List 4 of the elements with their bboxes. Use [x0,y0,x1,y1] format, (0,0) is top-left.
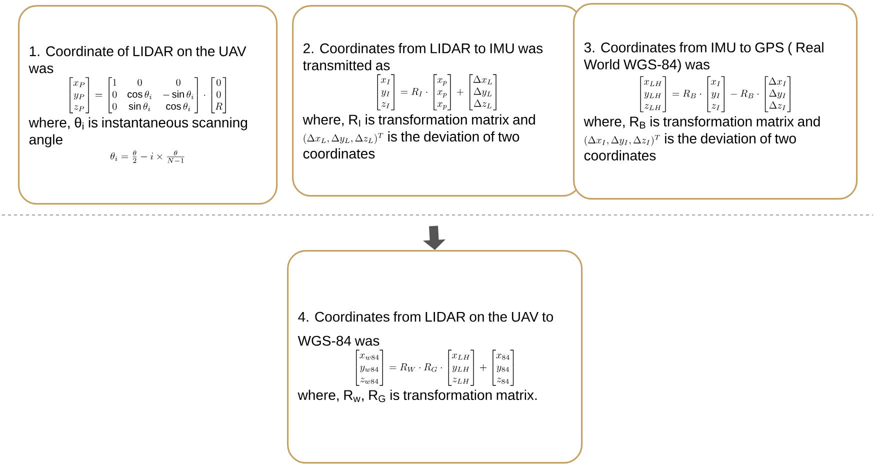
step-box: 1. Coordinate of LIDAR on the UAV was $\begin{bmatrix}x_P\\y_P\\z_P\end{bmatrix}=\begin{bmatrix}1&0&0\\0&\cos\theta_i&-\sin\theta_i\\0&\sin\theta_i&\cos\theta_i\end{bmatrix}\cdot\begin{bmatrix}0\\0\\R\end{bmatrix}$ where, θ$_{i}$ is instantaneous scanning angle $\theta_i=\frac{\theta}{2}-i\times\frac{\theta}{N-1}$ [18,5,278,205]
step-box: 3. Coordinates from IMU to GPS ( Real World WGS-84) was $\begin{bmatrix}x_{LH}\\y_{LH}\\z_{LH}\end{bmatrix}=R_B\cdot\begin{bmatrix}x_I\\y_I\\z_I\end{bmatrix}-R_B\cdot\begin{bmatrix}\Delta x_I\\\Delta y_I\\\Delta z_I\end{bmatrix}$ where, R$_{B}$ is transformation matrix and $(\Delta x_I,\Delta y_I,\Delta z_I)^T$ is the deviation of two coordinates [573,3,858,200]
step-box: 2. Coordinates from LIDAR to IMU was transmitted as $\begin{bmatrix}x_I\\y_I\\z_I\end{bmatrix}=R_I\cdot\begin{bmatrix}x_p\\x_p\\x_p\end{bmatrix}+\begin{bmatrix}\Delta x_L\\\Delta y_L\\\Delta z_L\end{bmatrix}$ where, R$_{I}$ is transformation matrix and $(\Delta x_L,\Delta y_L,\Delta z_L)^T$ is the deviation of two coordinates [292,5,582,197]
step-box: 4. Coordinates from LIDAR on the UAV to WGS-84 was $\begin{bmatrix}x_{w84}\\y_{w84}\\z_{w84}\end{bmatrix}=R_W\cdot R_G\cdot\begin{bmatrix}x_{LH}\\y_{LH}\\z_{LH}\end{bmatrix}+\begin{bmatrix}x_{84}\\y_{84}\\z_{84}\end{bmatrix}$ where, R$_{w}$, R$_{G}$ is transformation matrix. [287,250,583,464]
